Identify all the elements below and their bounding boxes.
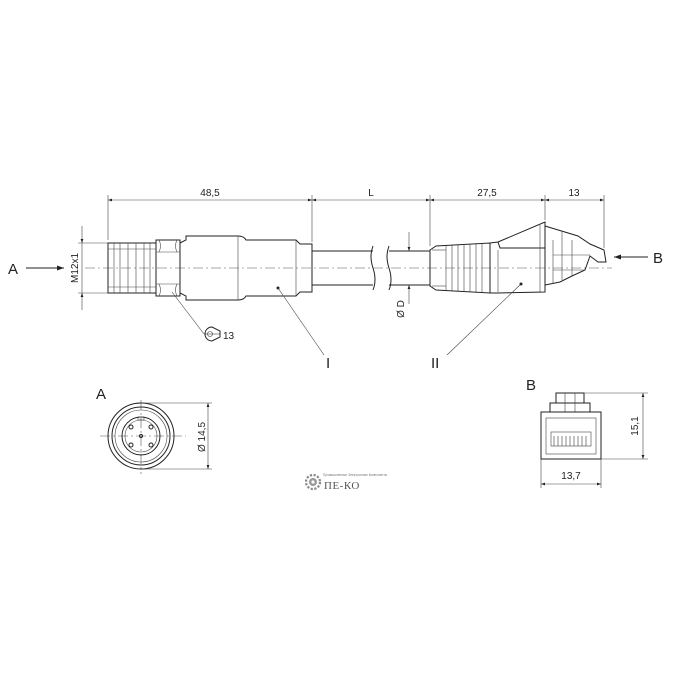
cable	[312, 245, 430, 291]
wrench-icon	[204, 326, 221, 342]
position-leader-2: II	[431, 282, 523, 372]
side-view: 48,5 L 27,5 13 M12x1 Ø D A B	[8, 188, 663, 372]
pos-1-label: I	[326, 355, 330, 372]
dim-cable-length: L	[368, 188, 374, 199]
view-arrow-b: B	[614, 250, 663, 267]
dim-thread: M12x1	[70, 253, 81, 283]
view-a-arrow-label: A	[8, 261, 18, 278]
rj45-plug	[489, 221, 607, 294]
view-a-face: A Ø 14,5	[96, 386, 212, 474]
position-leader-1: I	[276, 286, 330, 372]
dim-rj45-height: 15,1	[630, 416, 641, 436]
pos-2-label: II	[431, 355, 439, 372]
view-arrow-a: A	[8, 261, 64, 278]
view-a-title: A	[96, 386, 106, 403]
logo-tagline: Промышленные Электронные Компоненты	[323, 473, 388, 477]
dim-rj45-body: 27,5	[477, 188, 497, 199]
dim-rj45-tip: 13	[568, 188, 580, 199]
thread-dimension: M12x1	[70, 226, 108, 310]
view-b-face: B 15,1 13,7	[526, 377, 648, 488]
dim-wrench: 13	[223, 331, 235, 342]
view-b-arrow-label: B	[653, 250, 663, 267]
dim-m12-length: 48,5	[200, 188, 220, 199]
gear-icon	[304, 473, 322, 491]
cable-diameter-dimension: Ø D	[396, 232, 411, 318]
dim-cable-dia: Ø D	[396, 300, 407, 318]
company-logo: Промышленные Электронные Компоненты ПЕ-К…	[304, 473, 388, 492]
wrench-callout: 13	[171, 291, 235, 342]
logo-text: ПЕ-КО	[324, 480, 360, 492]
length-dimensions: 48,5 L 27,5 13	[107, 188, 605, 248]
m12-molded-body	[179, 235, 313, 301]
dim-m12-dia: Ø 14,5	[197, 422, 208, 452]
dim-rj45-width: 13,7	[561, 471, 581, 482]
view-b-title: B	[526, 377, 536, 394]
